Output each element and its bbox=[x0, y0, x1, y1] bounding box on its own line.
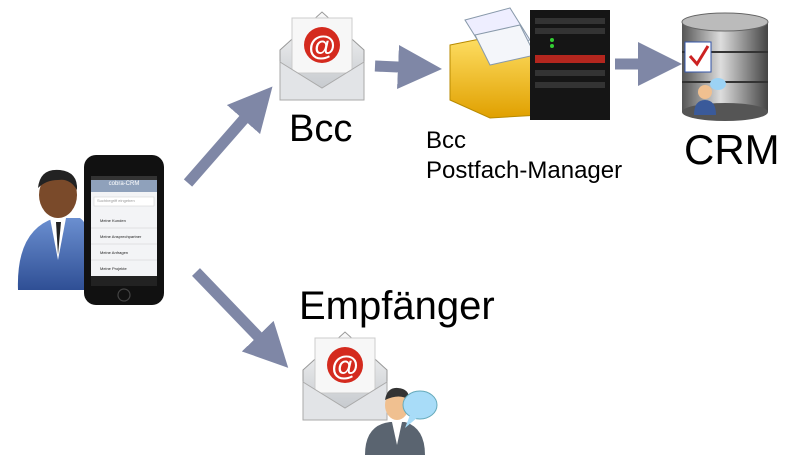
arrow-to-bcc bbox=[183, 86, 273, 187]
email-envelope-icon: @ bbox=[279, 11, 365, 101]
sender-person-icon bbox=[17, 169, 96, 290]
phone-menu-item[interactable]: Meine Kunden bbox=[100, 218, 126, 223]
mailbox-manager-label-line2: Postfach-Manager bbox=[426, 157, 623, 184]
smartphone-icon bbox=[84, 155, 164, 305]
mailbox-manager-label-line1: Bcc bbox=[426, 127, 467, 154]
crm-database-icon bbox=[681, 12, 769, 121]
bcc-label: Bcc bbox=[289, 108, 353, 150]
recipient-person-icon bbox=[365, 387, 438, 455]
mailbox-manager-server-icon bbox=[449, 7, 610, 120]
phone-search-input[interactable]: Suchbegriff eingeben bbox=[97, 198, 135, 203]
phone-menu-item[interactable]: Meine Projekte bbox=[100, 266, 127, 271]
phone-menu-item[interactable]: Meine Ansprechpartner bbox=[100, 234, 142, 239]
crm-label: CRM bbox=[684, 126, 780, 173]
mailbox-manager-label: Bcc Postfach-Manager bbox=[426, 126, 622, 186]
arrow-to-manager bbox=[374, 45, 442, 90]
svg-text:@: @ bbox=[308, 30, 335, 61]
recipient-label: Empfänger bbox=[299, 284, 495, 328]
recipient-envelope-icon: @ bbox=[302, 331, 388, 421]
phone-app-title: cobra-CRM bbox=[108, 181, 140, 187]
phone-menu-item[interactable]: Meine Anfragen bbox=[100, 250, 129, 255]
arrow-to-recipient bbox=[192, 268, 289, 368]
svg-text:@: @ bbox=[331, 350, 358, 381]
